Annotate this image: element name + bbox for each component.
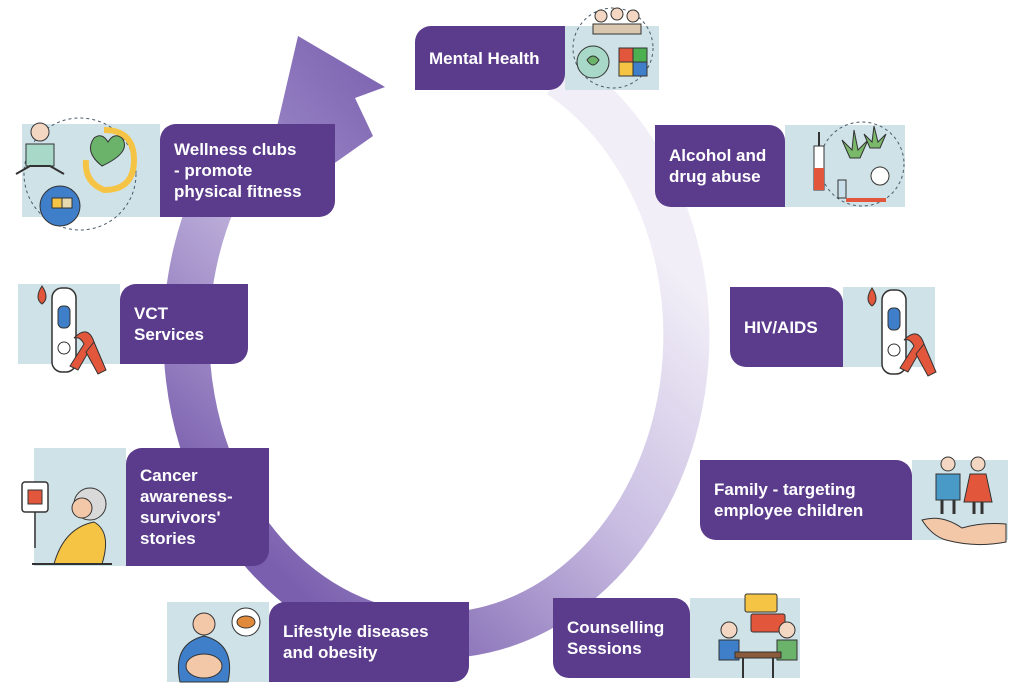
obesity-icon xyxy=(177,607,261,683)
item-label: Wellness clubs - promote physical fitnes… xyxy=(160,124,335,217)
cycle-ring xyxy=(163,56,710,659)
item-label: Family - targeting employee children xyxy=(700,460,912,540)
cycle-arrowhead xyxy=(272,36,385,172)
vct-test-ribbon-icon xyxy=(37,285,107,375)
wellness-fitness-icon xyxy=(15,117,138,231)
item-label: Counselling Sessions xyxy=(553,598,690,678)
family-hand-icon xyxy=(921,456,1007,546)
item-label: VCT Services xyxy=(120,284,248,364)
item-label: Mental Health xyxy=(415,26,565,90)
drugs-alcohol-icon xyxy=(813,121,905,207)
item-label: Alcohol and drug abuse xyxy=(655,125,785,207)
counselling-icon xyxy=(718,593,798,678)
item-label: Cancer awareness- survivors' stories xyxy=(126,448,269,566)
cancer-patient-icon xyxy=(21,481,112,565)
hiv-test-ribbon-icon xyxy=(867,287,937,377)
mental-health-team-icon xyxy=(572,7,654,89)
item-label: Lifestyle diseases and obesity xyxy=(269,602,469,682)
item-label: HIV/AIDS xyxy=(730,287,843,367)
